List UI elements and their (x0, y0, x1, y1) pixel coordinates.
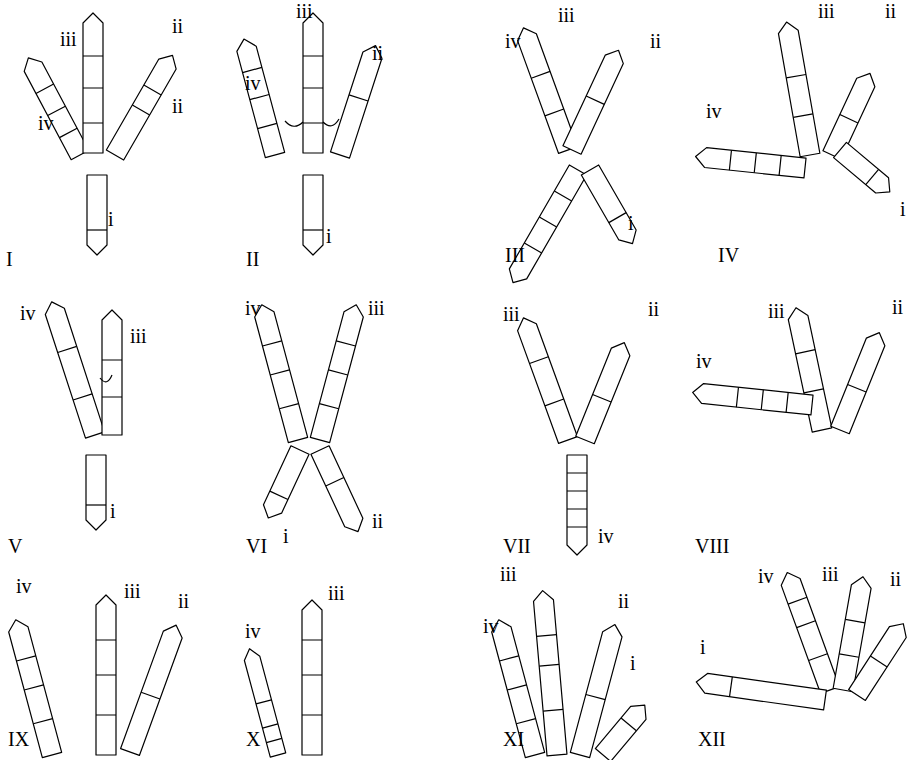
chromosome-label: i (110, 500, 116, 522)
chromosome-label: ii (892, 296, 903, 318)
chromosome-label: iii (130, 325, 147, 347)
chromosome-label: iii (296, 0, 313, 22)
chromosome-label: iii (768, 300, 785, 322)
chromosome-label: ii (172, 95, 183, 117)
panel-number: VI (246, 535, 267, 557)
chromosome-label: iii (822, 563, 839, 585)
panel-number: VIII (695, 535, 729, 557)
chromosome-label: iv (38, 112, 54, 134)
panel-number: X (246, 728, 260, 750)
chromosome-label: iii (328, 582, 345, 604)
panel-number: I (6, 248, 13, 270)
chromosome-label: iii (500, 563, 517, 585)
chromosome-label: iv (505, 30, 521, 52)
chromosome-label: i (900, 198, 906, 220)
chromosome-label: iv (245, 297, 261, 319)
chromosome-label: iii (368, 297, 385, 319)
chromosome-label: i (108, 208, 114, 230)
chromosome-label: i (283, 525, 289, 547)
panel-number: VII (503, 535, 531, 557)
panel-number: IV (718, 244, 739, 266)
chromosome-label: ii (172, 15, 183, 37)
chromosome-label: i (700, 636, 706, 658)
chromosome-label: iv (20, 302, 36, 324)
chromosome-label: i (628, 212, 634, 234)
chromosome-label: iii (818, 0, 835, 22)
chromosome-label: i (630, 652, 636, 674)
chromosome-label: iii (503, 303, 520, 325)
chromosome-label: i (326, 225, 332, 247)
panel-number: II (246, 248, 259, 270)
chromosome-label: iv (758, 565, 774, 587)
chromosome-label: iv (483, 615, 499, 637)
panel-number: V (8, 535, 22, 557)
chromosome-label: ii (648, 298, 659, 320)
chromosome-label: iii (558, 4, 575, 26)
chromosome-label: iv (598, 525, 614, 547)
chromosome-label: ii (885, 0, 896, 22)
panel-number: XII (698, 728, 726, 750)
panel-number: III (505, 244, 525, 266)
chromosome-label: iv (245, 72, 261, 94)
chromosome-label: ii (650, 30, 661, 52)
chromosome-label: iv (706, 100, 722, 122)
chromosome-label: ii (890, 568, 901, 590)
chromosome-label: ii (178, 590, 189, 612)
chromosome-label: iii (124, 580, 141, 602)
chromosome-label: ii (618, 590, 629, 612)
panel-number: XI (503, 728, 524, 750)
chromosome-label: iv (696, 350, 712, 372)
panel-number: IX (8, 728, 29, 750)
chromosome-label: iv (16, 575, 32, 597)
chromosome-label: ii (372, 42, 383, 64)
chromosome-label: iii (60, 28, 77, 50)
chromosome-label: ii (372, 510, 383, 532)
chromosome-label: iv (245, 620, 261, 642)
